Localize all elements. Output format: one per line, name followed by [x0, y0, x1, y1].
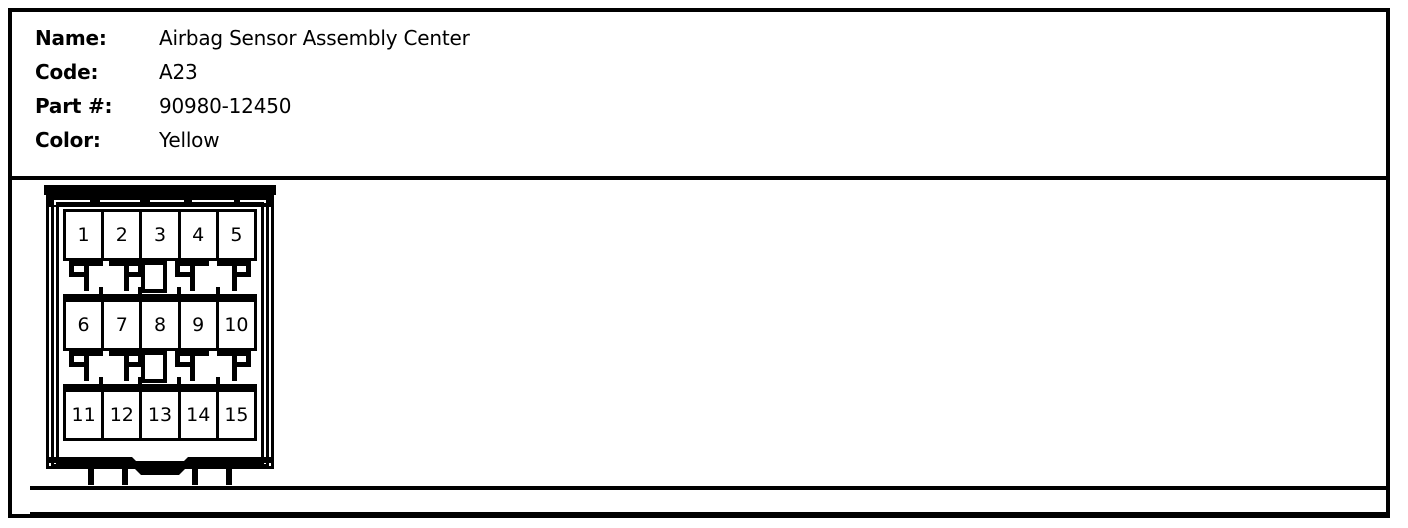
sheet-outer-frame: Name: Airbag Sensor Assembly Center Code…	[8, 8, 1390, 518]
footer-strip	[30, 490, 1386, 514]
pin-cell[interactable]: 8	[139, 299, 181, 351]
separator-tee-mid-right	[175, 261, 209, 291]
pin-cell[interactable]: 10	[215, 299, 258, 351]
separator-tee-mid-right	[175, 351, 209, 381]
tee-foot-left	[69, 261, 74, 277]
separator-tee-right	[217, 351, 251, 381]
pin-cell[interactable]: 2	[101, 209, 143, 261]
separator-center-square	[141, 261, 167, 293]
rail-notch-2	[100, 197, 138, 205]
info-label-part-number: Part #:	[35, 94, 113, 118]
header-divider-rule	[12, 176, 1386, 180]
pin-cell[interactable]: 7	[101, 299, 143, 351]
info-value-color: Yellow	[159, 128, 220, 152]
rail-notch-5	[240, 197, 260, 205]
separator-tee-mid-left	[109, 261, 143, 291]
pin-cell[interactable]: 9	[177, 299, 219, 351]
tee-cap-right	[235, 362, 251, 367]
tee-stem	[84, 351, 89, 381]
tee-cap-left	[175, 272, 191, 277]
connector-drawing: 1 2 3 4 5	[44, 185, 276, 485]
tee-stem	[232, 261, 237, 291]
pin-cell[interactable]: 1	[63, 209, 105, 261]
separator-tick	[99, 377, 103, 384]
pin-cell[interactable]: 14	[177, 389, 219, 441]
tee-foot-left	[175, 261, 180, 277]
rail-notch-1	[52, 197, 86, 205]
pin-cell[interactable]: 11	[63, 389, 105, 441]
info-value-part-number: 90980-12450	[159, 94, 292, 118]
separator-center-square	[141, 351, 167, 383]
separator-tick	[138, 377, 142, 384]
tee-foot-left	[175, 351, 180, 367]
tee-stem	[84, 261, 89, 291]
pin-row-bottom: 11 12 13 14 15	[63, 389, 258, 441]
tee-cap-left	[69, 272, 85, 277]
tee-stem	[124, 261, 129, 291]
tee-cap-left	[69, 362, 85, 367]
connector-pin-field: 1 2 3 4 5	[63, 209, 258, 457]
separator-base-bar	[63, 384, 257, 389]
pin-cell[interactable]: 15	[215, 389, 258, 441]
tee-cap-right	[127, 362, 143, 367]
tee-cap-left	[175, 362, 191, 367]
rail-notch-3	[150, 197, 180, 205]
tee-cap-right	[235, 272, 251, 277]
separator-tee-mid-left	[109, 351, 143, 381]
diagram-bottom-divider-rule	[30, 486, 1386, 490]
tee-foot-right	[138, 261, 143, 277]
separator-tee-left	[69, 351, 103, 381]
tee-stem	[232, 351, 237, 381]
separator-tick	[177, 377, 181, 384]
connector-diagram-area: 1 2 3 4 5	[30, 180, 1386, 486]
separator-tee-right	[217, 261, 251, 291]
pin-row-top: 1 2 3 4 5	[63, 209, 258, 261]
pin-separator-row-2	[63, 351, 257, 389]
tee-cap-right	[127, 272, 143, 277]
pin-separator-row-1	[63, 261, 257, 299]
pin-cell[interactable]: 3	[139, 209, 181, 261]
info-value-code: A23	[159, 60, 198, 84]
tee-stem	[124, 351, 129, 381]
pin-cell[interactable]: 4	[177, 209, 219, 261]
pin-cell[interactable]: 12	[101, 389, 143, 441]
info-value-name: Airbag Sensor Assembly Center	[159, 26, 470, 50]
tee-stem	[190, 351, 195, 381]
separator-tick	[216, 287, 220, 294]
footer-strip-rule	[30, 512, 1386, 517]
separator-tee-left	[69, 261, 103, 291]
separator-base-bar	[63, 294, 257, 299]
pin-cell[interactable]: 13	[139, 389, 181, 441]
info-label-code: Code:	[35, 60, 99, 84]
pin-row-middle: 6 7 8 9 10	[63, 299, 258, 351]
separator-tick	[99, 287, 103, 294]
info-label-name: Name:	[35, 26, 107, 50]
separator-tick	[177, 287, 181, 294]
pin-cell[interactable]: 6	[63, 299, 105, 351]
separator-tick	[138, 287, 142, 294]
tee-foot-right	[246, 351, 251, 367]
tee-stem	[190, 261, 195, 291]
pin-cell[interactable]: 5	[215, 209, 258, 261]
tee-foot-right	[138, 351, 143, 367]
tee-foot-left	[69, 351, 74, 367]
rail-notch-4	[192, 197, 230, 205]
info-label-color: Color:	[35, 128, 101, 152]
connector-top-rail	[44, 185, 276, 195]
separator-tick	[216, 377, 220, 384]
tee-foot-right	[246, 261, 251, 277]
connector-info-header: Name: Airbag Sensor Assembly Center Code…	[12, 12, 1386, 172]
